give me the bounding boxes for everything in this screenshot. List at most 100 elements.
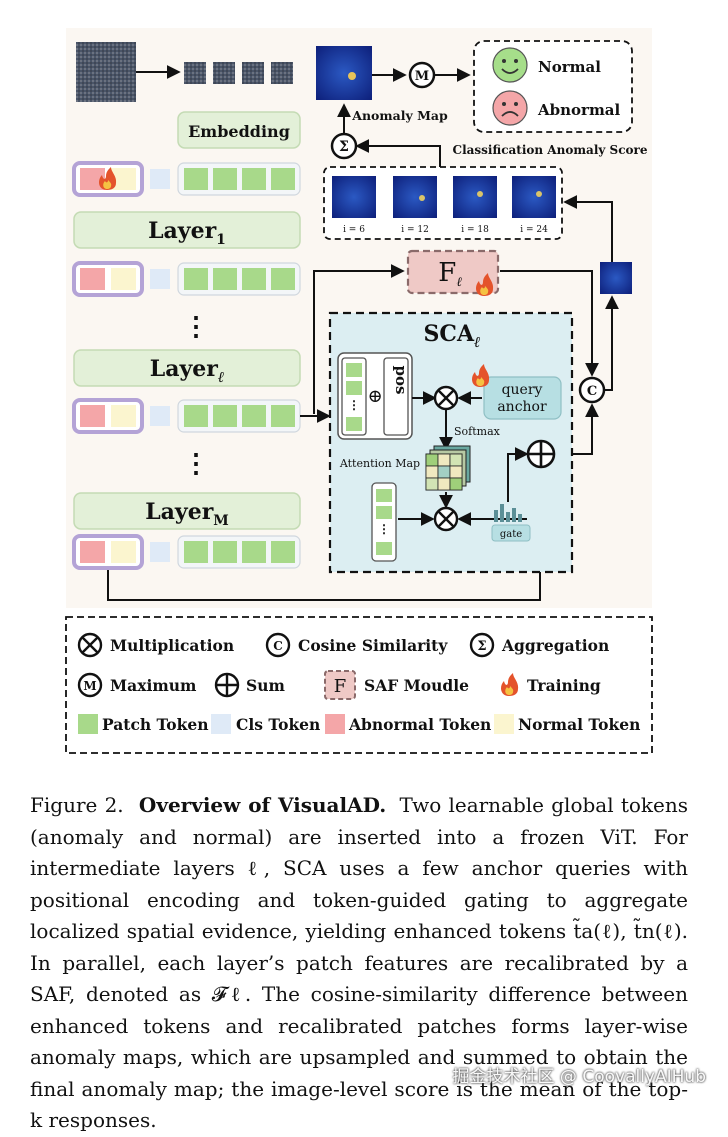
vdots-2: ⋮ (183, 449, 209, 479)
attention-map-label: Attention Map (339, 457, 420, 470)
patch-vdots: ⋮ (348, 398, 360, 412)
patch-cell (376, 489, 392, 502)
cosine-node (578, 376, 606, 404)
legend-abnormal-token: Abnormal Token (348, 715, 491, 734)
abnormal-face-icon (492, 90, 528, 126)
layer-m-box (73, 492, 301, 530)
figure-label: Figure 2. (30, 793, 124, 817)
max-node-symbol: M (415, 69, 429, 84)
layer-l-box (73, 349, 301, 387)
legend-maximum: Maximum (110, 676, 197, 695)
legend-cls-token-swatch (211, 714, 231, 734)
attention-map-icon (425, 445, 471, 491)
patch-cell (376, 542, 392, 555)
figure-caption-body: Two learnable global tokens (anomaly and… (30, 793, 689, 1132)
legend-normal-token-swatch (494, 714, 514, 734)
anchor-training-flame-icon (472, 364, 490, 387)
training-flame-icon (99, 167, 117, 190)
token-row-embedding (72, 161, 301, 197)
arrow-patches-to-saf (313, 264, 405, 414)
normal-face-icon (492, 47, 528, 83)
patch-vdots-2: ⋮ (378, 522, 390, 536)
legend-training-icon (501, 673, 519, 696)
patch-cell (376, 506, 392, 519)
gate-box (491, 524, 531, 542)
legend-multiplication: Multiplication (110, 636, 234, 655)
legend-abnormal-token-swatch (325, 714, 345, 734)
aggregation-node-symbol: Σ (339, 139, 349, 155)
legend-patch-token-swatch (78, 714, 98, 734)
patch-cell (346, 417, 362, 431)
gate-label: gate (500, 529, 522, 540)
patch-column-2 (371, 482, 397, 562)
anomaly-spot (348, 72, 356, 80)
cosine-node-symbol: C (587, 384, 597, 399)
classification-label: Classification Anomaly Score (453, 143, 648, 157)
gate-bars-icon (494, 504, 522, 522)
figure-caption: Figure 2. Overview of VisualAD. Two lear… (30, 790, 688, 1137)
saf-module-box (406, 249, 500, 295)
arrow-cos-to-map (604, 295, 619, 391)
sca-title: SCAℓ (424, 321, 481, 351)
anomaly-map-label: Anomaly Map (351, 108, 448, 123)
patch-cell (346, 381, 362, 395)
pos-label: pos (392, 366, 410, 395)
arrow-upsample-to-maps (563, 195, 613, 262)
legend-cls-token: Cls Token (236, 715, 320, 734)
layer-maps-box (323, 166, 563, 240)
query-anchor-box (483, 376, 562, 420)
visualad-diagram: Anomaly Map M Normal Abnormal Classifica… (65, 28, 653, 754)
layer-map-thumbnails (332, 176, 556, 218)
layer-map-label-3: i = 18 (461, 225, 489, 235)
saf-module-label: Fℓ (438, 258, 462, 290)
mult-node-1-cross (437, 389, 455, 407)
legend-saf-icon (324, 670, 356, 700)
legend-cosine-icon (265, 632, 291, 658)
layer-l-label: Layerℓ (150, 356, 225, 386)
layer-map-label-2: i = 12 (401, 225, 429, 235)
legend-saf-module: SAF Moudle (364, 676, 469, 695)
arrow-gate-to-sum (507, 447, 529, 502)
layer-m-label: LayerM (145, 499, 229, 529)
legend-cosine-symbol: C (273, 639, 283, 653)
legend-aggregation: Aggregation (501, 636, 609, 655)
legend-multiplication-icon (77, 632, 103, 658)
layer-1-box (73, 211, 301, 249)
token-row-layer-1 (72, 261, 301, 297)
abnormal-label: Abnormal (537, 101, 621, 119)
patch-cell (346, 363, 362, 377)
legend-maximum-symbol: M (83, 679, 96, 693)
saf-training-flame-icon (476, 273, 494, 296)
embedding-label: Embedding (188, 122, 290, 141)
legend-aggregation-symbol: Σ (477, 639, 486, 654)
mult-node-2-cross (437, 510, 455, 528)
legend-saf-symbol: F (334, 676, 347, 697)
legend-normal-token: Normal Token (518, 715, 640, 734)
pos-column (383, 357, 409, 436)
softmax-label: Softmax (454, 425, 501, 438)
figure-title: Overview of VisualAD. (138, 793, 387, 817)
legend-cosine-similarity: Cosine Similarity (298, 636, 448, 655)
legend-sum-icon (214, 672, 240, 698)
layer-map-label-4: i = 24 (520, 225, 548, 235)
legend-patch-token: Patch Token (102, 715, 209, 734)
legend-maximum-icon (77, 672, 103, 698)
legend-box (65, 616, 653, 754)
legend-training: Training (527, 676, 601, 695)
normal-label: Normal (538, 58, 601, 76)
watermark: 掘金技术社区 @ CoovallyAIHub (452, 1067, 706, 1087)
layer-anomaly-map (600, 262, 632, 294)
patch-column (341, 357, 367, 436)
token-row-layer-m (72, 534, 301, 570)
final-anomaly-map (316, 46, 372, 100)
arrow-maps-to-sum (355, 139, 441, 168)
legend-sum: Sum (246, 676, 285, 695)
layer-1-label: Layer1 (148, 218, 226, 248)
query-anchor-line2: anchor (497, 399, 547, 415)
image-patches (184, 62, 293, 84)
layer-map-label-1: i = 6 (343, 225, 365, 235)
arrow-saf-to-cos (500, 270, 599, 377)
query-anchor-line1: query (502, 382, 543, 398)
vdots-1: ⋮ (183, 312, 209, 342)
legend-aggregation-icon (469, 632, 495, 658)
